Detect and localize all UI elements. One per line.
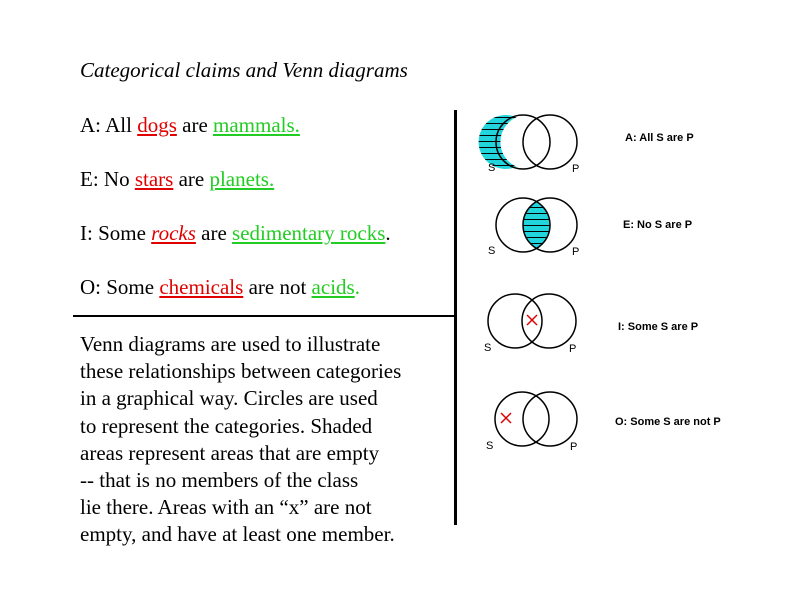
venn-o-p-circle (522, 391, 578, 447)
claim-a-prefix: A: All (80, 113, 138, 137)
claim-e-prefix: E: No (80, 167, 135, 191)
claim-e-predicate: planets. (209, 167, 275, 191)
venn-i-x-mark (526, 314, 538, 326)
claim-i-suffix: . (385, 221, 391, 245)
venn-a-s-letter: S (488, 162, 495, 174)
venn-diagram-a: S P A: All S are P (478, 114, 694, 175)
claim-i: I: Some rocks are sedimentary rocks. (80, 221, 391, 246)
claim-o: O: Some chemicals are not acids. (80, 275, 360, 300)
venn-o-label: O: Some S are not P (615, 416, 721, 428)
venn-e-p-circle (522, 197, 578, 253)
page-title: Categorical claims and Venn diagrams (80, 58, 408, 82)
claim-i-mid: are (195, 221, 233, 245)
venn-i-s-circle (487, 293, 543, 349)
description-line: to represent the categories. Shaded (80, 413, 373, 438)
claim-i-prefix: I: Some (80, 221, 152, 245)
venn-i-p-circle (521, 293, 577, 349)
claim-a-predicate: mammals. (213, 113, 300, 137)
venn-e-s-circle (495, 197, 551, 253)
description-line: empty, and have at least one member. (80, 522, 395, 547)
claim-o-subject: chemicals (159, 275, 244, 299)
venn-o-x-mark (500, 412, 512, 424)
claim-e-mid: are (173, 167, 210, 191)
description-line: -- that is no members of the class (80, 468, 359, 493)
venn-a-shaded-region (478, 115, 517, 169)
venn-a-s-circle (495, 114, 551, 170)
claim-a-mid: are (176, 113, 214, 137)
venn-i-label: I: Some S are P (618, 321, 698, 333)
claim-a-subject: dogs (137, 113, 177, 137)
venn-a-p-letter: P (572, 163, 579, 175)
horizontal-divider (73, 315, 456, 317)
claim-i-subject: rocks (151, 221, 196, 245)
claim-o-prefix: O: Some (80, 275, 160, 299)
venn-diagrams: S P A: All S are P S P E: No S are P S P… (478, 114, 721, 453)
venn-a-label: A: All S are P (625, 132, 694, 144)
venn-diagram-o: S P O: Some S are not P (486, 391, 721, 453)
venn-e-s-letter: S (488, 245, 495, 257)
venn-o-s-letter: S (486, 440, 493, 452)
venn-o-p-letter: P (570, 441, 577, 453)
venn-e-p-letter: P (572, 246, 579, 258)
description-line: in a graphical way. Circles are used (80, 386, 378, 411)
description-line: Venn diagrams are used to illustrate (80, 332, 381, 356)
description: Venn diagrams are used to illustrate the… (80, 331, 401, 549)
claim-e: E: No stars are planets. (80, 167, 274, 192)
vertical-divider (454, 110, 457, 525)
claim-o-suffix: . (354, 275, 360, 299)
claim-o-predicate: acids (311, 275, 355, 299)
description-line: areas represent areas that are empty (80, 440, 380, 465)
claim-o-mid: are not (243, 275, 312, 299)
venn-i-p-letter: P (569, 343, 576, 355)
venn-i-s-letter: S (484, 342, 491, 354)
description-line: lie there. Areas with an “x” are not (80, 495, 372, 520)
claim-e-subject: stars (134, 167, 174, 191)
claim-i-predicate: sedimentary rocks (232, 221, 386, 245)
venn-a-p-circle (522, 114, 578, 170)
venn-o-s-circle (494, 391, 550, 447)
venn-diagram-e: S P E: No S are P (488, 197, 692, 258)
venn-diagram-i: S P I: Some S are P (484, 293, 698, 355)
venn-e-label: E: No S are P (623, 219, 692, 231)
description-line: these relationships between categories (80, 359, 402, 384)
venn-e-shaded-region (523, 198, 550, 252)
claim-a: A: All dogs are mammals. (80, 113, 300, 138)
